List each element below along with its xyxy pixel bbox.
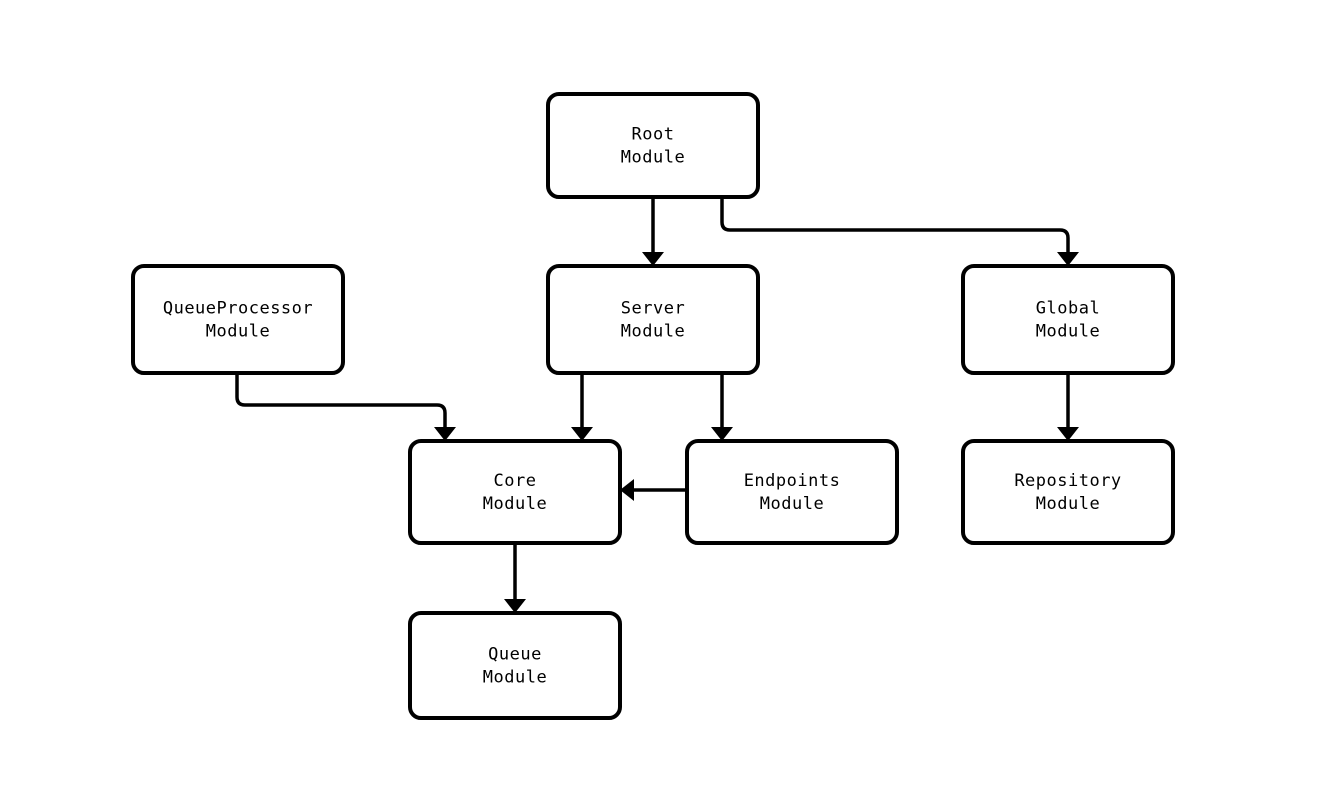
queueprocessor-module-node-box[interactable] <box>131 264 345 375</box>
endpoints-module-node-label-line1: Endpoints <box>744 471 841 491</box>
global-module-node-label-line2: Module <box>1036 322 1100 342</box>
queue-module-node-box[interactable] <box>408 611 622 720</box>
repository-module-node-label-line2: Module <box>1036 494 1100 514</box>
core-module-node-label-line2: Module <box>483 494 547 514</box>
queueprocessor-module-node-label-line1: QueueProcessor <box>163 299 313 319</box>
root-module-node-box[interactable] <box>546 92 760 199</box>
repository-module-node-label-line1: Repository <box>1014 471 1121 491</box>
edge-endpoints-to-core-arrowhead-icon <box>620 479 634 501</box>
root-module-node-label-line1: Root <box>632 125 675 145</box>
edge-queueprocessor-to-core-arrowhead-icon <box>434 427 456 441</box>
edge-queueprocessor-to-core <box>235 373 456 441</box>
edge-core-to-queue <box>504 543 526 613</box>
core-module-node-label-line1: Core <box>494 471 537 491</box>
edge-server-to-endpoints <box>711 373 733 441</box>
edge-queueprocessor-to-core-line <box>235 373 447 430</box>
edge-server-to-core-arrowhead-icon <box>571 427 593 441</box>
edge-global-to-repository <box>1057 373 1079 441</box>
edge-root-to-global-line <box>720 197 1070 255</box>
edge-root-to-server <box>642 197 664 266</box>
server-module-node-label-line1: Server <box>621 299 685 319</box>
edge-root-to-server-arrowhead-icon <box>642 252 664 266</box>
endpoints-module-node-box[interactable] <box>685 439 899 545</box>
edge-root-to-global-arrowhead-icon <box>1057 252 1079 266</box>
server-module-node-box[interactable] <box>546 264 760 375</box>
edge-server-to-core <box>571 373 593 441</box>
queue-module-node-label-line1: Queue <box>488 645 542 665</box>
edge-server-to-endpoints-arrowhead-icon <box>711 427 733 441</box>
server-module-node-label-line2: Module <box>621 322 685 342</box>
queueprocessor-module-node-label-line2: Module <box>206 322 270 342</box>
edge-core-to-queue-arrowhead-icon <box>504 599 526 613</box>
queue-module-node-label-line2: Module <box>483 668 547 688</box>
core-module-node-box[interactable] <box>408 439 622 545</box>
endpoints-module-node-label-line2: Module <box>760 494 824 514</box>
root-module-node-label-line2: Module <box>621 148 685 168</box>
global-module-node-box[interactable] <box>961 264 1175 375</box>
edges-layer <box>235 197 1079 613</box>
edge-root-to-global <box>720 197 1079 266</box>
nodes-layer: RootModuleQueueProcessorModuleServerModu… <box>131 92 1175 720</box>
repository-module-node-box[interactable] <box>961 439 1175 545</box>
edge-global-to-repository-arrowhead-icon <box>1057 427 1079 441</box>
edge-endpoints-to-core <box>620 479 687 501</box>
global-module-node-label-line1: Global <box>1036 299 1100 319</box>
